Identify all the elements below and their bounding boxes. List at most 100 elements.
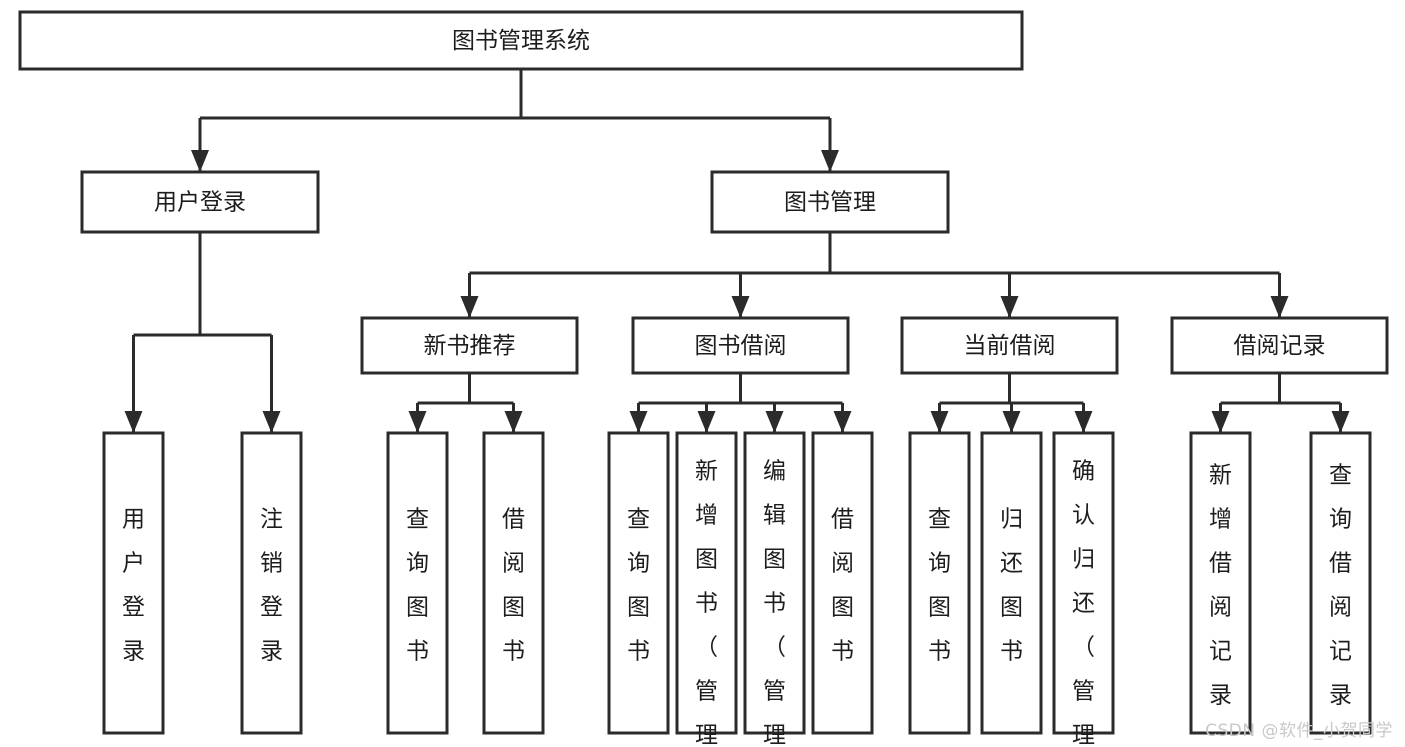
svg-text:理: 理 bbox=[695, 723, 718, 747]
node-current-borrow[interactable]: 当前借阅 bbox=[900, 316, 1119, 375]
node-leaf-user-login-label: 用户登录 bbox=[122, 507, 145, 665]
node-borrow-record-box[interactable] bbox=[1170, 316, 1389, 375]
node-leaf-query-record-box[interactable] bbox=[1309, 431, 1372, 735]
svg-text:理: 理 bbox=[763, 723, 786, 747]
svg-text:（: （ bbox=[763, 635, 786, 661]
svg-text:书: 书 bbox=[831, 639, 854, 665]
node-current-borrow-box[interactable] bbox=[900, 316, 1119, 375]
connector-layer bbox=[124, 69, 1350, 433]
connector-user-login-to-leaves bbox=[124, 232, 281, 433]
node-borrow-record[interactable]: 借阅记录 bbox=[1170, 316, 1389, 375]
svg-text:录: 录 bbox=[1329, 683, 1352, 709]
arrow-head-icon bbox=[124, 411, 143, 433]
svg-text:录: 录 bbox=[1209, 683, 1232, 709]
node-leaf-query-book-3-box[interactable] bbox=[908, 431, 971, 735]
svg-text:阅: 阅 bbox=[502, 551, 525, 577]
arrow-head-icon bbox=[1270, 296, 1289, 318]
arrow-head-icon bbox=[930, 411, 949, 433]
node-root[interactable]: 图书管理系统 bbox=[18, 10, 1024, 71]
arrow-head-icon bbox=[821, 150, 839, 172]
node-book-management[interactable]: 图书管理 bbox=[710, 170, 950, 234]
svg-text:记: 记 bbox=[1209, 639, 1232, 665]
svg-text:管: 管 bbox=[695, 679, 718, 705]
arrow-head-icon bbox=[1002, 411, 1021, 433]
svg-text:（: （ bbox=[695, 635, 718, 661]
svg-text:图: 图 bbox=[502, 595, 525, 621]
svg-text:书: 书 bbox=[928, 639, 951, 665]
svg-text:查: 查 bbox=[406, 507, 429, 533]
svg-text:询: 询 bbox=[928, 551, 951, 577]
node-current-borrow-label: 当前借阅 bbox=[964, 333, 1056, 359]
connector-root-to-level1 bbox=[191, 69, 839, 172]
node-book-management-label: 图书管理 bbox=[784, 190, 876, 216]
node-root-label: 图书管理系统 bbox=[452, 28, 590, 54]
node-user-login-box[interactable] bbox=[80, 170, 320, 234]
node-leaf-user-login-box[interactable] bbox=[102, 431, 165, 735]
arrow-head-icon bbox=[833, 411, 852, 433]
node-new-book-recommend-box[interactable] bbox=[360, 316, 579, 375]
node-user-login[interactable]: 用户登录 bbox=[80, 170, 320, 234]
arrow-head-icon bbox=[629, 411, 648, 433]
node-leaf-logout-box[interactable] bbox=[240, 431, 303, 735]
svg-text:询: 询 bbox=[1329, 507, 1352, 533]
svg-text:（: （ bbox=[1072, 635, 1095, 661]
svg-text:书: 书 bbox=[695, 591, 718, 617]
node-leaf-return-book-box[interactable] bbox=[980, 431, 1043, 735]
svg-text:新: 新 bbox=[1209, 463, 1232, 489]
node-book-borrow[interactable]: 图书借阅 bbox=[631, 316, 850, 375]
node-new-book-recommend-label: 新书推荐 bbox=[424, 333, 516, 359]
svg-text:图: 图 bbox=[763, 547, 786, 573]
node-leaf-confirm-return-box[interactable] bbox=[1052, 431, 1115, 735]
svg-text:图: 图 bbox=[627, 595, 650, 621]
arrow-head-icon bbox=[1211, 411, 1230, 433]
svg-text:查: 查 bbox=[1329, 463, 1352, 489]
node-leaf-add-book-box[interactable] bbox=[675, 431, 738, 735]
node-book-borrow-box[interactable] bbox=[631, 316, 850, 375]
svg-text:借: 借 bbox=[1209, 551, 1232, 577]
node-leaf-edit-book-box[interactable] bbox=[743, 431, 806, 735]
svg-text:录: 录 bbox=[122, 639, 145, 665]
node-leaf-add-record-box[interactable] bbox=[1189, 431, 1252, 735]
node-root-box[interactable] bbox=[18, 10, 1024, 71]
svg-text:书: 书 bbox=[627, 639, 650, 665]
node-leaf-borrow-book-2-box[interactable] bbox=[811, 431, 874, 735]
node-leaf-user-login[interactable]: 用户登录 bbox=[102, 431, 165, 735]
arrow-head-icon bbox=[408, 411, 427, 433]
svg-text:图: 图 bbox=[406, 595, 429, 621]
node-new-book-recommend[interactable]: 新书推荐 bbox=[360, 316, 579, 375]
node-layer: 图书管理系统用户登录图书管理新书推荐图书借阅当前借阅借阅记录用户登录注销登录查询… bbox=[18, 10, 1389, 747]
arrow-head-icon bbox=[191, 150, 209, 172]
arrow-head-icon bbox=[731, 296, 750, 318]
node-leaf-query-book-1-box[interactable] bbox=[386, 431, 449, 735]
svg-text:管: 管 bbox=[1072, 679, 1095, 705]
svg-text:图: 图 bbox=[695, 547, 718, 573]
node-leaf-query-book-2-box[interactable] bbox=[607, 431, 670, 735]
node-leaf-borrow-book-1-box[interactable] bbox=[482, 431, 545, 735]
connector-record-to-leaves bbox=[1211, 373, 1350, 433]
node-book-management-box[interactable] bbox=[710, 170, 950, 234]
node-user-login-label: 用户登录 bbox=[154, 190, 246, 216]
arrow-head-icon bbox=[262, 411, 281, 433]
